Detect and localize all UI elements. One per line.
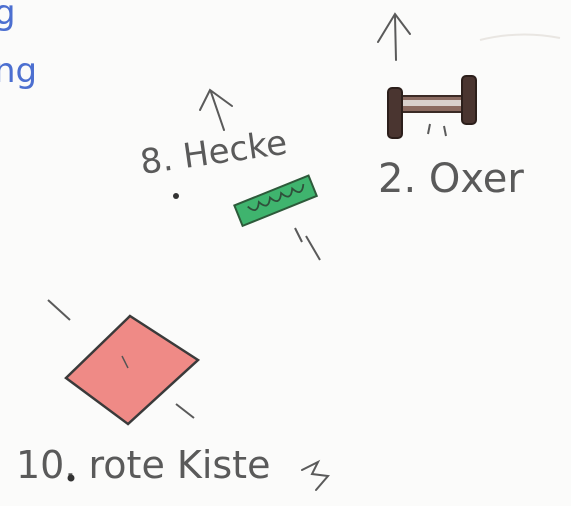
- hecke-label-dot: [173, 193, 179, 199]
- hecke-obstacle: 8. Hecke: [138, 88, 321, 261]
- oxer-direction-arrow-shaft: [394, 15, 397, 61]
- oxer-tick: [427, 123, 431, 135]
- red-box-center-mark: [121, 355, 129, 369]
- kiste-approach-tick: [47, 299, 71, 321]
- red-box: [64, 314, 201, 426]
- oxer-tick: [443, 125, 447, 137]
- kiste-label-dot: [67, 474, 75, 482]
- hecke-label: 8. Hecke: [138, 123, 290, 183]
- blue-note-top: g: [0, 0, 16, 33]
- oxer-label: 2. Oxer: [378, 156, 524, 202]
- hecke-direction-arrow-icon: [199, 88, 233, 111]
- hedge-scribble: [247, 183, 305, 211]
- oxer-left-standard: [387, 87, 403, 139]
- hecke-direction-arrow-shaft: [210, 91, 225, 131]
- oxer-rail-highlight: [398, 100, 468, 106]
- hecke-tick: [294, 227, 303, 243]
- paper-fold-mark: [479, 33, 561, 41]
- oxer-direction-arrow-icon: [377, 12, 411, 43]
- hecke-approach-line: [305, 235, 321, 261]
- kiste-exit-arrow-icon: [301, 459, 330, 491]
- kiste-obstacle: 10. rote Kiste: [16, 299, 330, 491]
- oxer-obstacle: 2. Oxer: [377, 12, 524, 202]
- kiste-label: 10. rote Kiste: [16, 443, 270, 487]
- oxer-right-standard: [461, 75, 477, 125]
- kiste-exit-tick: [175, 403, 195, 419]
- blue-note-bottom: ng: [0, 51, 37, 91]
